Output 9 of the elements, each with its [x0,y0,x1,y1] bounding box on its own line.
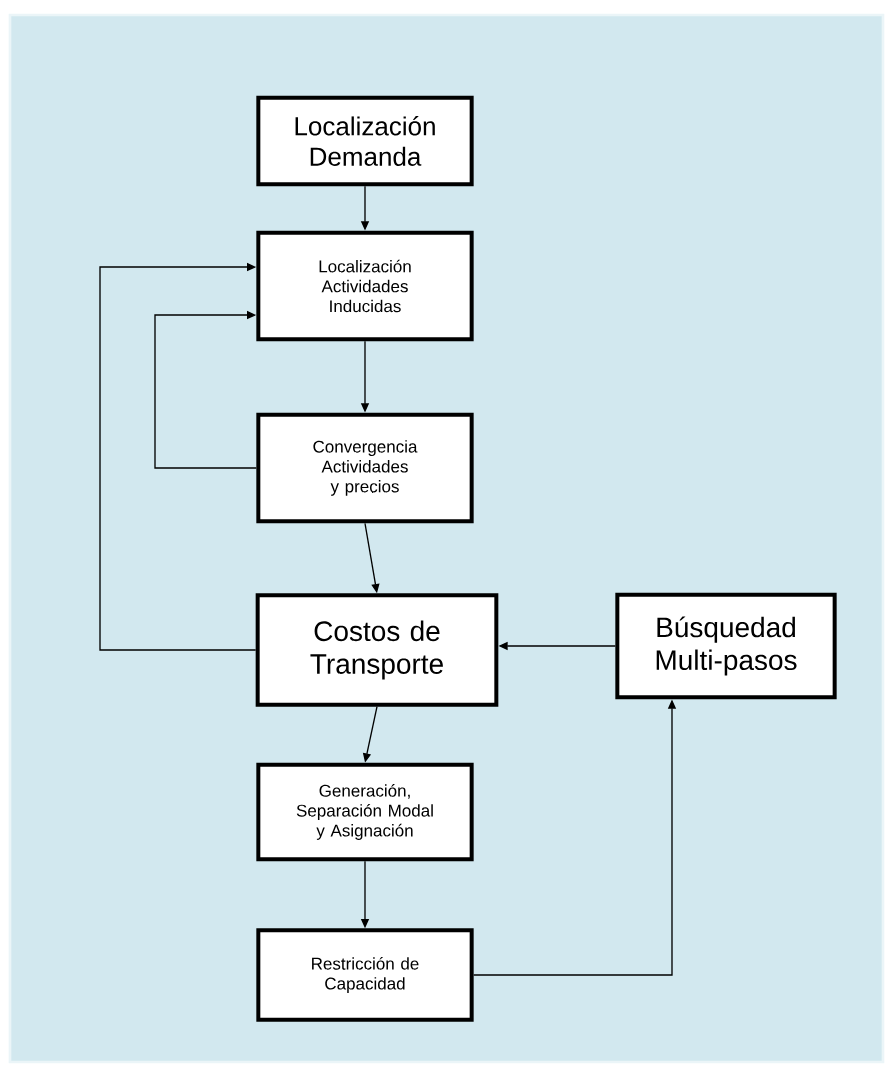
process-box: Generación, Separación Modal y Asignación [256,762,474,862]
process-box: Restricción de Capacidad [256,928,474,1022]
arrow [154,310,257,469]
process-box: Localización Demanda [256,95,474,187]
process-box: Búsquedad Multi-pasos [615,592,837,700]
arrow [99,262,257,651]
process-box: Localización Actividades Inducidas [256,230,474,342]
process-box: Costos de Transporte [255,593,499,707]
process-box: Convergencia Actividades y precios [256,412,474,524]
